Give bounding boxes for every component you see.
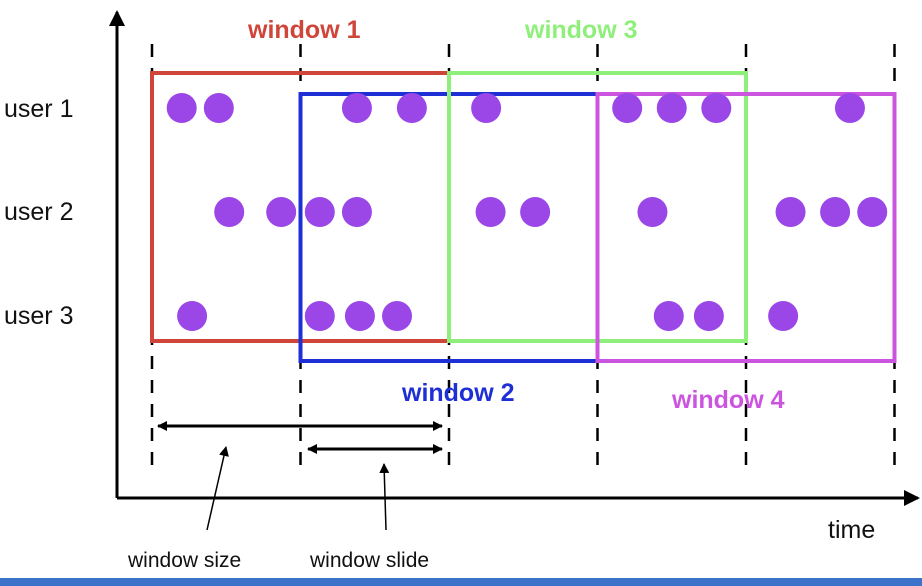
event-dot: [304, 197, 335, 227]
window-2-label: window 2: [402, 379, 515, 407]
event-dot: [266, 197, 297, 227]
event-dot: [396, 93, 427, 123]
event-dot: [768, 301, 799, 331]
windows-layer: [150, 71, 897, 363]
window-slide-label: window slide: [310, 549, 430, 572]
event-dot: [857, 197, 888, 227]
window-1-label: window 1: [248, 16, 361, 44]
window-size-pointer: [206, 446, 229, 531]
event-dot: [214, 197, 245, 227]
row-label-user-2: user 2: [4, 198, 74, 226]
bottom-accent-bar: [0, 578, 922, 586]
window-3-label: window 3: [525, 16, 638, 44]
event-dot: [820, 197, 851, 227]
event-dot: [341, 93, 372, 123]
event-dot: [693, 301, 724, 331]
event-dot: [341, 197, 372, 227]
x-axis-label: time: [828, 516, 876, 544]
window-slide-pointer: [379, 463, 390, 531]
event-dot: [612, 93, 643, 123]
event-dot: [382, 301, 413, 331]
event-dot: [653, 301, 684, 331]
event-dot: [304, 301, 335, 331]
event-dot: [177, 301, 208, 331]
row-label-user-3: user 3: [4, 302, 74, 330]
event-dot: [656, 93, 687, 123]
event-dot: [701, 93, 732, 123]
window-size-label: window size: [128, 549, 242, 572]
event-dot: [344, 301, 375, 331]
event-dot: [834, 93, 865, 123]
event-dot: [520, 197, 551, 227]
events-layer: [166, 93, 888, 331]
window-4-box: [595, 92, 897, 363]
row-label-user-1: user 1: [4, 95, 74, 123]
event-dot: [166, 93, 197, 123]
event-dot: [637, 197, 668, 227]
window-4-label: window 4: [672, 386, 785, 414]
event-dot: [475, 197, 506, 227]
event-dot: [775, 197, 806, 227]
event-dot: [203, 93, 234, 123]
event-dot: [471, 93, 502, 123]
